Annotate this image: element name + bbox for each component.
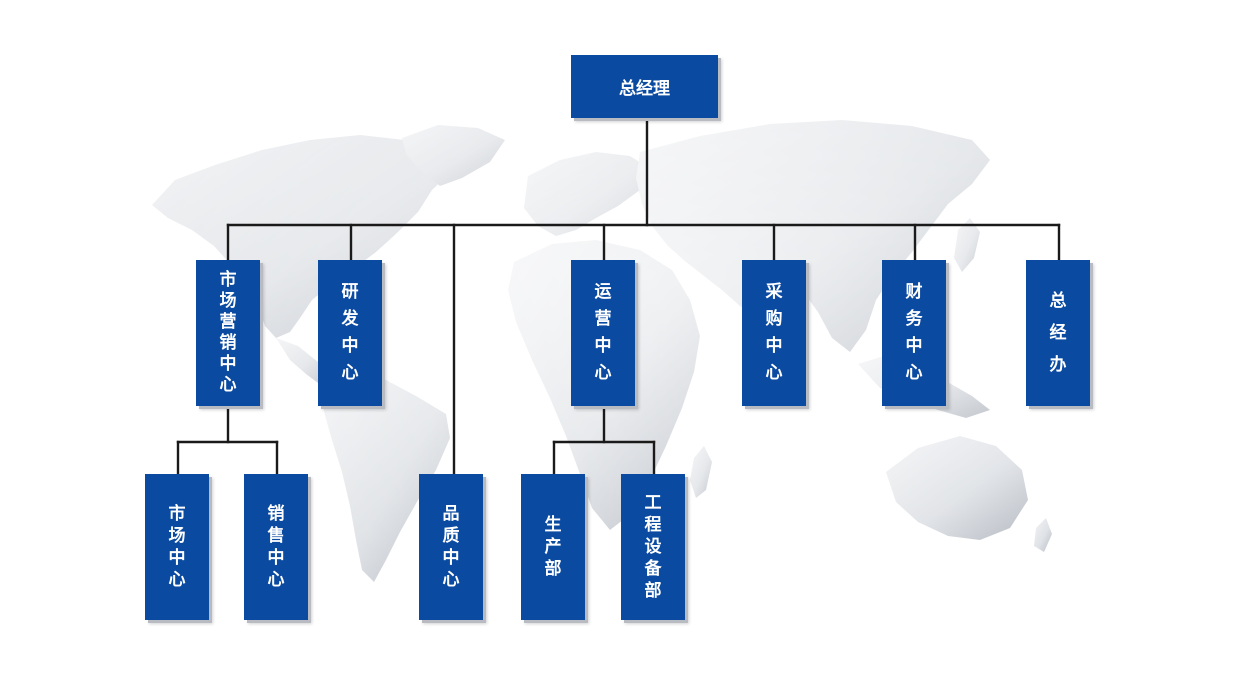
node-purchasing-center: 采购中心 [742,260,806,406]
node-rd-center: 研发中心 [318,260,382,406]
node-general-office-label: 总经办 [1049,291,1067,375]
node-sales-center: 销售中心 [244,474,308,620]
node-general-office: 总经办 [1026,260,1090,406]
node-finance-center: 财务中心 [882,260,946,406]
node-general-manager: 总经理 [571,55,718,118]
node-rd-center-label: 研发中心 [341,282,359,383]
node-production-dept: 生产部 [521,474,585,620]
node-general-manager-label: 总经理 [619,79,670,99]
node-quality-center: 品质中心 [419,474,483,620]
node-operations-center-label: 运营中心 [594,282,612,383]
node-quality-center-label: 品质中心 [442,504,460,590]
node-market-center-label: 市场中心 [168,504,186,590]
node-marketing-center: 市场营销中心 [196,260,260,406]
node-engineering-equipment-dept: 工程设备部 [621,474,685,620]
node-engineering-equipment-dept-label: 工程设备部 [644,493,662,601]
node-operations-center: 运营中心 [571,260,635,406]
node-sales-center-label: 销售中心 [267,504,285,590]
node-production-dept-label: 生产部 [544,515,562,579]
node-purchasing-center-label: 采购中心 [765,282,783,383]
node-finance-center-label: 财务中心 [905,282,923,383]
node-marketing-center-label: 市场营销中心 [219,270,237,395]
node-market-center: 市场中心 [145,474,209,620]
